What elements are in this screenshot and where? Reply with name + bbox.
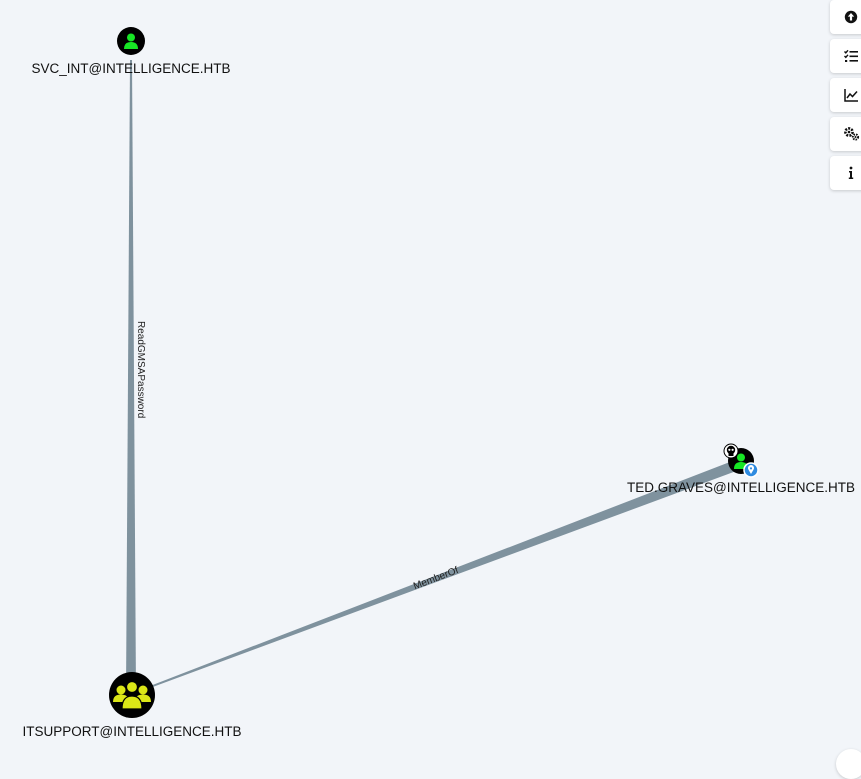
line-chart-icon xyxy=(844,88,858,102)
gears-icon xyxy=(844,127,860,141)
location-pin-icon xyxy=(743,462,759,478)
node-label-svc-int: SVC_INT@INTELLIGENCE.HTB xyxy=(31,61,231,76)
node-label-itsupport: ITSUPPORT@INTELLIGENCE.HTB xyxy=(22,724,242,739)
node-svc-int[interactable] xyxy=(117,27,145,55)
checklist-icon xyxy=(844,49,858,63)
node-ted-graves[interactable] xyxy=(723,443,759,478)
node-itsupport[interactable] xyxy=(109,672,155,718)
stats-button[interactable] xyxy=(830,78,861,112)
group-icon xyxy=(113,680,151,710)
corner-button[interactable] xyxy=(836,749,861,779)
node-label-ted-graves: TED.GRAVES@INTELLIGENCE.HTB xyxy=(627,480,855,495)
info-icon xyxy=(844,166,858,180)
edge-memberof[interactable] xyxy=(150,460,739,688)
graph-canvas[interactable] xyxy=(0,0,861,759)
info-button[interactable] xyxy=(830,156,861,190)
edge-label-readgmsapassword: ReadGMSAPassword xyxy=(135,321,146,419)
edge-readgmsapassword[interactable] xyxy=(126,60,136,694)
user-icon xyxy=(124,33,138,49)
arrow-up-circle-icon xyxy=(844,10,858,24)
skull-icon xyxy=(723,443,739,459)
queries-button[interactable] xyxy=(830,39,861,73)
upload-button[interactable] xyxy=(830,0,861,34)
settings-button[interactable] xyxy=(830,117,861,151)
